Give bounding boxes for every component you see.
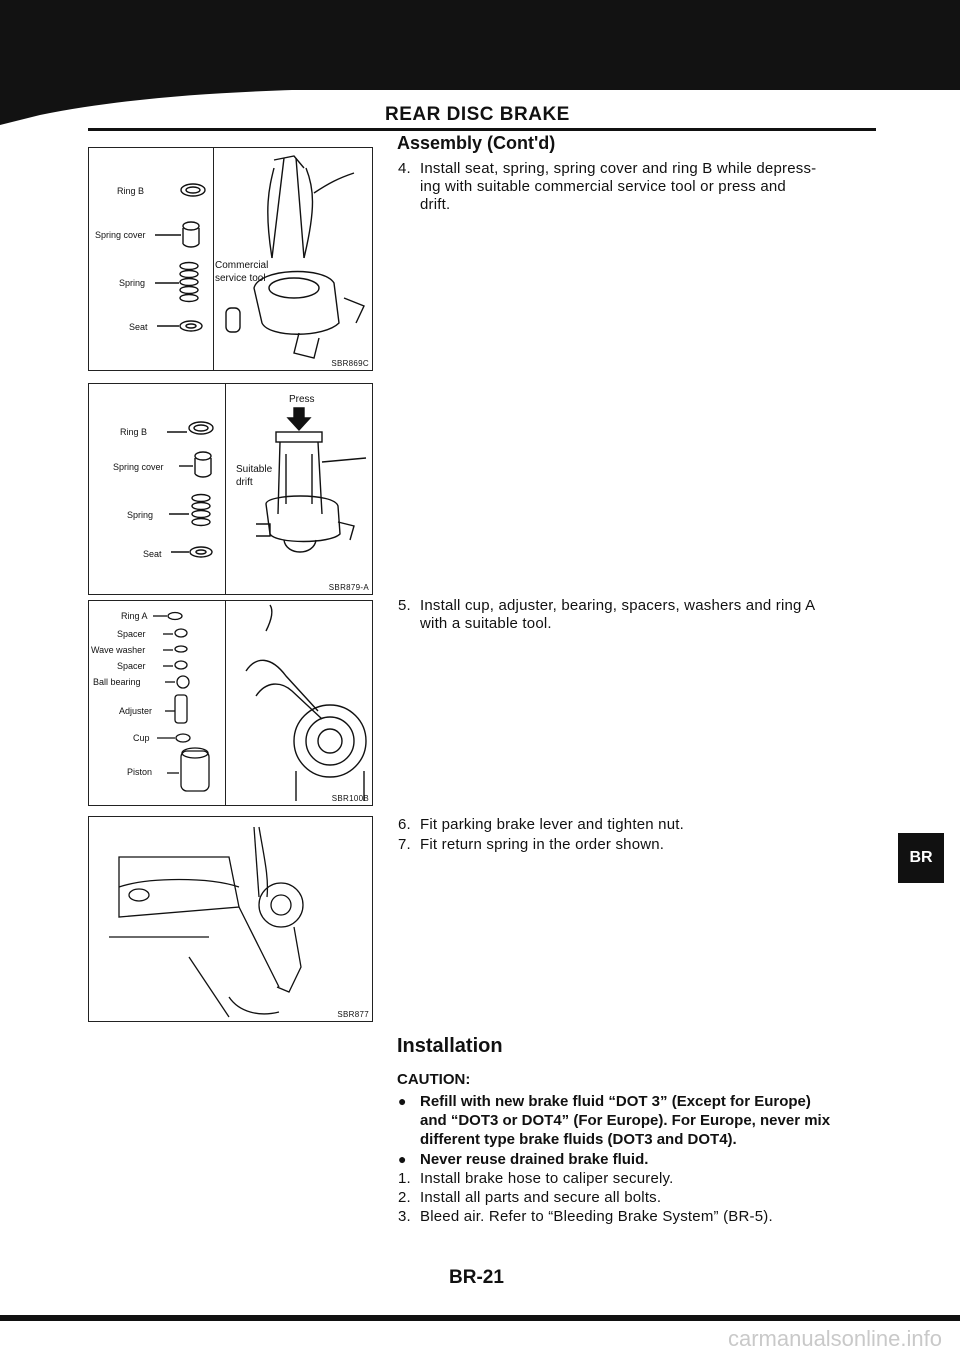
caution-label: CAUTION: (397, 1071, 471, 1088)
step-7: 7. Fit return spring in the order shown. (398, 836, 890, 854)
step-line: Install cup, adjuster, bearing, spacers,… (420, 597, 816, 614)
section-title: Assembly (Cont'd) (397, 133, 556, 153)
figure-code: SBR877 (337, 1010, 369, 1019)
part-label: Spacer (117, 629, 146, 639)
part-label: Ring A (121, 611, 148, 621)
figure-code: SBR869C (331, 359, 369, 368)
press-label: Press (289, 394, 315, 405)
page-number: BR-21 (449, 1267, 504, 1288)
part-label: Adjuster (119, 706, 153, 716)
part-label: Spring (127, 510, 154, 520)
caution-bullet-1: ● Refill with new brake fluid “DOT 3” (E… (398, 1092, 890, 1149)
commercial-tool-illustration (225, 155, 365, 359)
part-label: Spring cover (95, 230, 146, 240)
step-number: 4. (398, 160, 411, 177)
step-number: 6. (398, 816, 411, 833)
parking-brake-lever-illustration (109, 826, 304, 1018)
step-number: 5. (398, 597, 411, 614)
header-rule (88, 128, 876, 131)
part-label: Ring B (117, 186, 145, 196)
step-number: 7. (398, 836, 411, 853)
step-line: Install all parts and secure all bolts. (420, 1189, 662, 1206)
tool-label: Commercial (215, 260, 269, 271)
bullet-line: different type brake fluids (DOT3 and DO… (420, 1131, 737, 1148)
step-line: Install seat, spring, spring cover and r… (420, 160, 817, 177)
install-step-1: 1. Install brake hose to caliper securel… (398, 1170, 890, 1188)
step-line: Bleed air. Refer to “Bleeding Brake Syst… (420, 1208, 773, 1225)
figure-code: SBR100B (331, 794, 369, 803)
tool-label: service tool (215, 273, 266, 284)
watermark: carmanualsonline.info (727, 1326, 942, 1351)
bullet-line: Never reuse drained brake fluid. (420, 1151, 649, 1168)
installation-title: Installation (397, 1035, 503, 1057)
figure-sbr877: SBR877 (88, 816, 373, 1022)
bullet-line: Refill with new brake fluid “DOT 3” (Exc… (420, 1093, 811, 1110)
step-6: 6. Fit parking brake lever and tighten n… (398, 816, 890, 834)
part-label: Wave washer (91, 645, 146, 655)
bullet-icon: ● (398, 1151, 407, 1167)
step-5: 5. Install cup, adjuster, bearing, space… (398, 597, 890, 633)
drift-label: drift (236, 477, 253, 488)
step-line: Fit return spring in the order shown. (420, 836, 665, 853)
part-label: Ball bearing (93, 677, 141, 687)
bottom-rule (0, 1315, 960, 1321)
piston-parts-icon (153, 611, 210, 792)
press-drift-illustration (256, 407, 367, 553)
step-line: with a suitable tool. (420, 615, 552, 632)
part-label: Cup (133, 733, 150, 743)
figure-sbr869c: Ring B Spring cover Spring Seat (88, 147, 373, 371)
drift-label: Suitable (236, 464, 273, 475)
part-label: Seat (129, 322, 148, 332)
step-line: ing with suitable commercial service too… (420, 178, 786, 195)
part-label: Seat (143, 549, 162, 559)
step-number: 2. (398, 1189, 411, 1206)
part-label: Ring B (120, 427, 148, 437)
page-header-title: REAR DISC BRAKE (385, 104, 570, 125)
step-4: 4. Install seat, spring, spring cover an… (398, 160, 890, 214)
part-label: Spacer (117, 661, 146, 671)
step-number: 1. (398, 1170, 411, 1187)
step-line: drift. (420, 196, 451, 213)
bullet-icon: ● (398, 1093, 407, 1109)
part-label: Piston (127, 767, 153, 777)
figure-sbr879a: Ring B Spring cover Spring Seat (88, 383, 373, 595)
step-line: Fit parking brake lever and tighten nut. (420, 816, 684, 833)
install-step-3: 3. Bleed air. Refer to “Bleeding Brake S… (398, 1208, 890, 1226)
part-label: Spring cover (113, 462, 164, 472)
section-tab-br[interactable]: BR (898, 833, 944, 883)
top-bar-curve (0, 70, 380, 125)
install-step-2: 2. Install all parts and secure all bolt… (398, 1189, 890, 1207)
figure-sbr100b: Ring A Spacer Wave washer Spacer Ball be… (88, 600, 373, 806)
figure-code: SBR879-A (328, 583, 369, 592)
step-number: 3. (398, 1208, 411, 1225)
exploded-parts-icon (167, 421, 214, 558)
seat-spring-exploded-icon (155, 183, 206, 332)
bullet-line: and “DOT3 or DOT4” (For Europe). For Eur… (420, 1112, 831, 1129)
ring-install-tool-illustration (245, 604, 367, 801)
step-line: Install brake hose to caliper securely. (420, 1170, 674, 1187)
part-label: Spring (119, 278, 146, 288)
caution-bullet-2: ● Never reuse drained brake fluid. (398, 1150, 890, 1169)
